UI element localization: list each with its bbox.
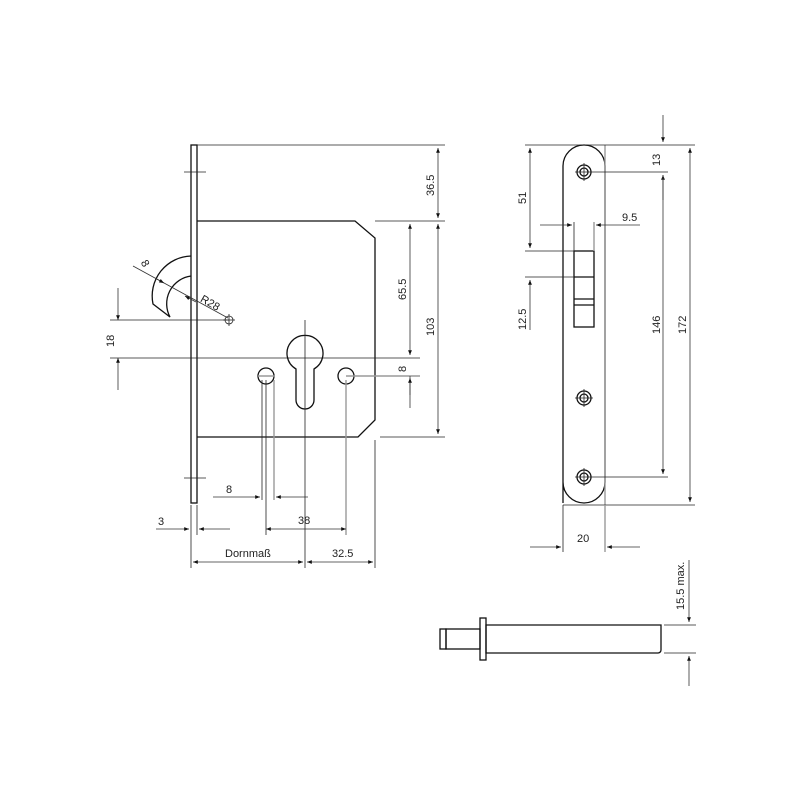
cylinder-offset-label: 8 xyxy=(397,366,409,372)
hook-width-label: 9.5 xyxy=(622,212,637,224)
screw-hole-top-icon xyxy=(575,163,668,181)
faceplate-edge xyxy=(190,144,198,504)
backset-label: Dornmaß xyxy=(225,548,271,560)
hook-slot-label: 12.5 xyxy=(517,309,529,330)
case-height-label: 103 xyxy=(425,318,437,336)
screw-hole-bottom-icon xyxy=(575,468,668,486)
hook-radius-label: R28 xyxy=(198,293,221,313)
faceplate-width-label: 20 xyxy=(577,533,589,545)
cylinder-distance-label: 65.5 xyxy=(397,279,409,300)
top-to-hook-label: 51 xyxy=(517,192,529,204)
hook-offset-label: 18 xyxy=(105,335,117,347)
hook-bolt xyxy=(151,255,192,318)
top-offset-label: 36.5 xyxy=(425,175,437,196)
cylinder-cutout xyxy=(286,334,324,410)
top-to-hole-label: 13 xyxy=(651,154,663,166)
faceplate-thickness-label: 3 xyxy=(158,516,164,528)
hole-width-label: 8 xyxy=(226,484,232,496)
spindle-collar xyxy=(479,617,487,661)
screw-hole-middle-icon xyxy=(575,389,593,407)
spindle-body xyxy=(485,624,662,654)
hook-slot xyxy=(573,250,595,328)
hole-spacing-label: 146 xyxy=(651,316,663,334)
total-height-label: 172 xyxy=(677,316,689,334)
lock-case xyxy=(197,220,376,438)
back-distance-label: 32.5 xyxy=(332,548,353,560)
hole-spacing-label: 38 xyxy=(298,515,310,527)
faceplate-view: 51 12.5 9.5 13 146 172 20 xyxy=(517,115,695,552)
spindle-tip xyxy=(445,628,481,650)
spindle-height-label: 15.5 max. xyxy=(675,562,687,610)
faceplate-outline xyxy=(562,144,606,504)
front-view: 8 R28 18 36.5 103 65.5 8 8 xyxy=(105,144,445,568)
hook-thickness-label: 8 xyxy=(138,258,151,269)
spindle-view: 15.5 max. xyxy=(439,560,696,686)
